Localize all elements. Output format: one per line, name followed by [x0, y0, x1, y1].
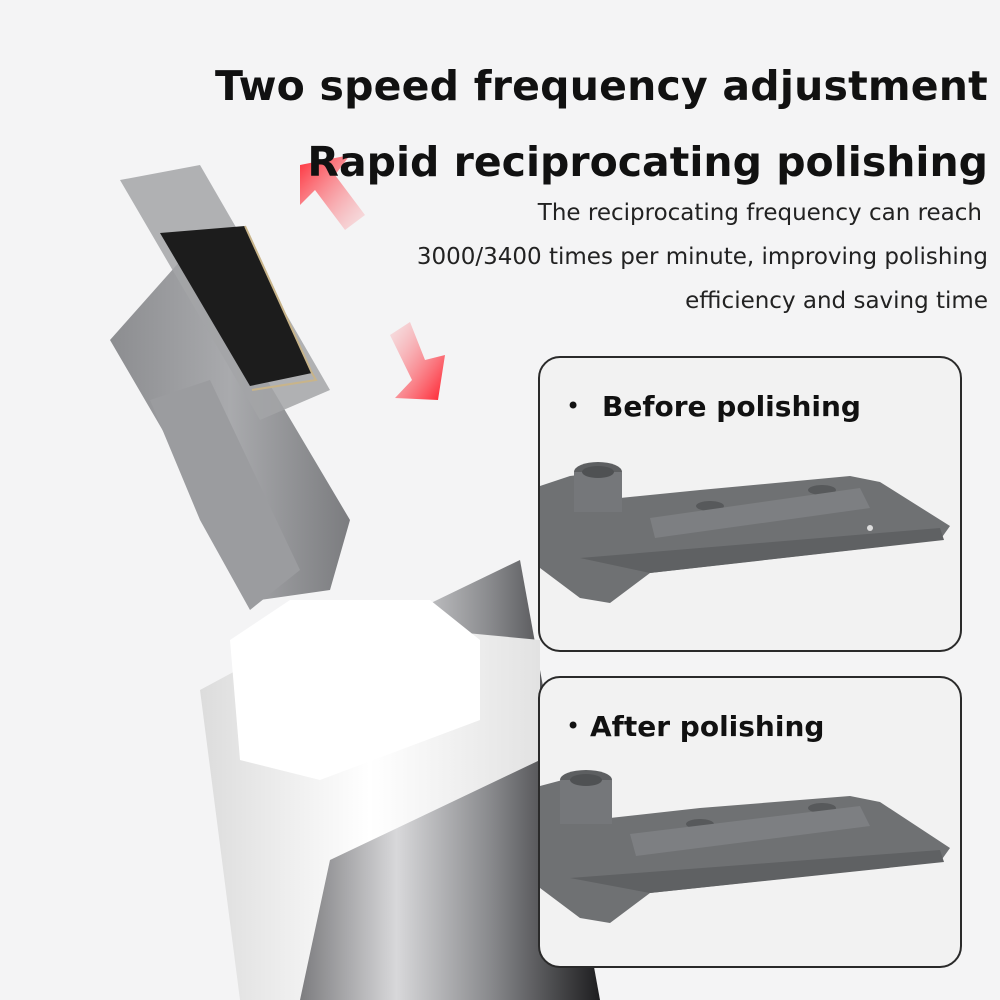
- motion-arrow-up: [300, 155, 365, 230]
- description-line-3: efficiency and saving time: [685, 288, 988, 314]
- before-polishing-label: Before polishing: [602, 390, 861, 423]
- description-line-2: 3000/3400 times per minute, improving po…: [416, 244, 988, 270]
- part-after-image: [540, 770, 950, 923]
- description-line-1: The reciprocating frequency can reach: [537, 200, 982, 226]
- tool-body: [200, 560, 600, 1000]
- part-before-image: [540, 462, 950, 603]
- after-polishing-panel: • After polishing: [538, 676, 962, 968]
- headline-line-1: Two speed frequency adjustment: [214, 62, 988, 110]
- before-polishing-panel: • Before polishing: [538, 356, 962, 652]
- bullet-icon: •: [566, 392, 581, 420]
- headline-line-2: Rapid reciprocating polishing: [307, 138, 988, 186]
- motion-arrow-down: [390, 322, 445, 400]
- bullet-icon: •: [566, 712, 581, 740]
- sanding-pad: [160, 225, 318, 391]
- after-polishing-label: After polishing: [590, 710, 825, 743]
